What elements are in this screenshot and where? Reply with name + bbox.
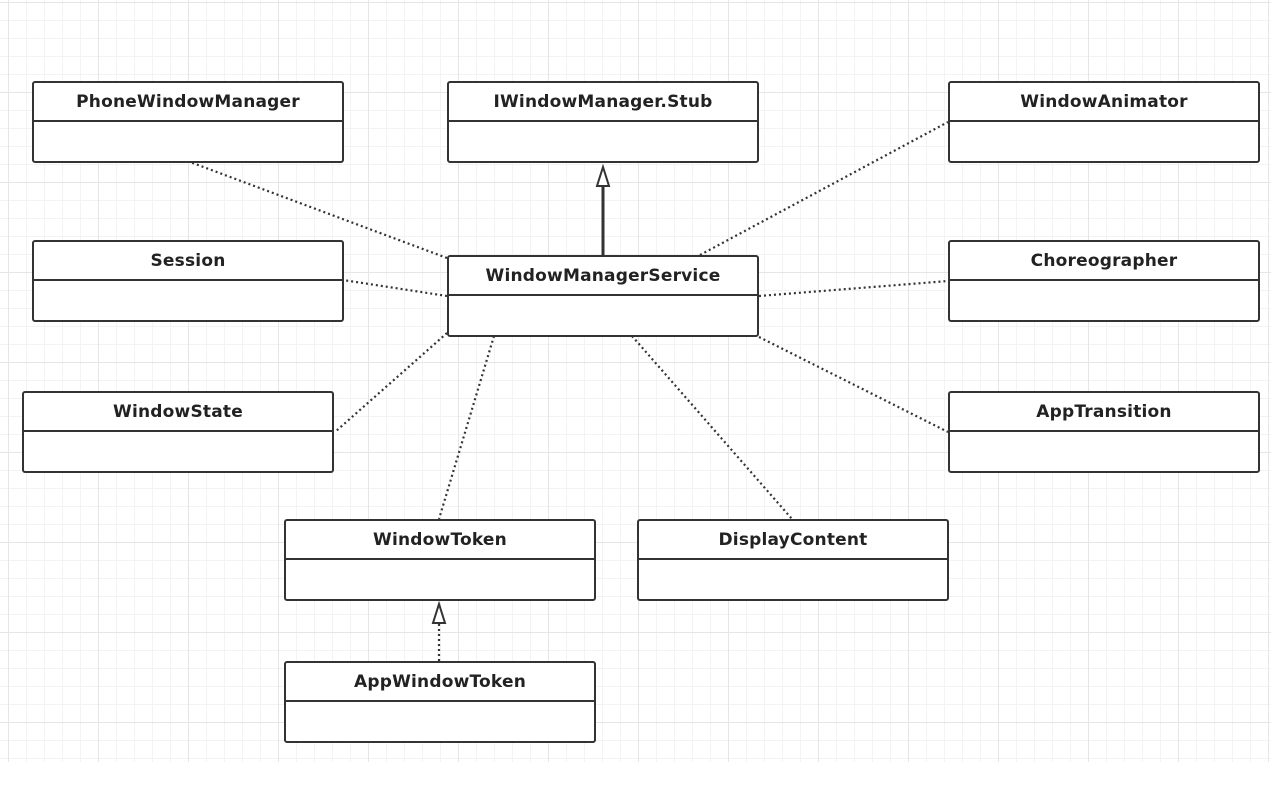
class-name: AppTransition	[950, 393, 1258, 432]
relations-layer	[189, 121, 949, 661]
class-app-transition[interactable]: AppTransition	[948, 391, 1260, 473]
class-name: WindowToken	[286, 521, 594, 560]
class-name: PhoneWindowManager	[34, 83, 342, 122]
diagram-canvas: PhoneWindowManager IWindowManager.Stub W…	[0, 0, 1271, 762]
class-name: WindowAnimator	[950, 83, 1258, 122]
relation-appwindowtoken-windowtoken	[431, 600, 447, 661]
class-app-window-token[interactable]: AppWindowToken	[284, 661, 596, 743]
class-session[interactable]: Session	[32, 240, 344, 322]
class-window-manager-service[interactable]: WindowManagerService	[447, 255, 759, 337]
class-name: WindowState	[24, 393, 332, 432]
class-choreographer[interactable]: Choreographer	[948, 240, 1260, 322]
relation-wms-iwindowmanagerstub	[595, 163, 611, 255]
relation-wms-windowtoken	[437, 335, 496, 520]
relation-wms-windowstate	[334, 332, 448, 433]
realization-arrowhead	[431, 600, 447, 624]
inheritance-arrowhead	[595, 163, 611, 187]
class-iwindow-manager-stub[interactable]: IWindowManager.Stub	[447, 81, 759, 163]
relation-wms-apptransition	[758, 336, 949, 433]
class-name: DisplayContent	[639, 521, 947, 560]
class-display-content[interactable]: DisplayContent	[637, 519, 949, 601]
class-name: WindowManagerService	[449, 257, 757, 296]
relation-wms-choreographer	[758, 279, 949, 298]
relation-wms-windowanimator	[699, 121, 949, 256]
class-window-token[interactable]: WindowToken	[284, 519, 596, 601]
relation-wms-displaycontent	[631, 335, 793, 520]
relation-wms-phonewindowmanager	[189, 160, 448, 260]
class-name: AppWindowToken	[286, 663, 594, 702]
class-phone-window-manager[interactable]: PhoneWindowManager	[32, 81, 344, 163]
class-name: Choreographer	[950, 242, 1258, 281]
class-name: Session	[34, 242, 342, 281]
class-window-animator[interactable]: WindowAnimator	[948, 81, 1260, 163]
class-window-state[interactable]: WindowState	[22, 391, 334, 473]
relation-wms-session	[342, 278, 448, 298]
class-name: IWindowManager.Stub	[449, 83, 757, 122]
